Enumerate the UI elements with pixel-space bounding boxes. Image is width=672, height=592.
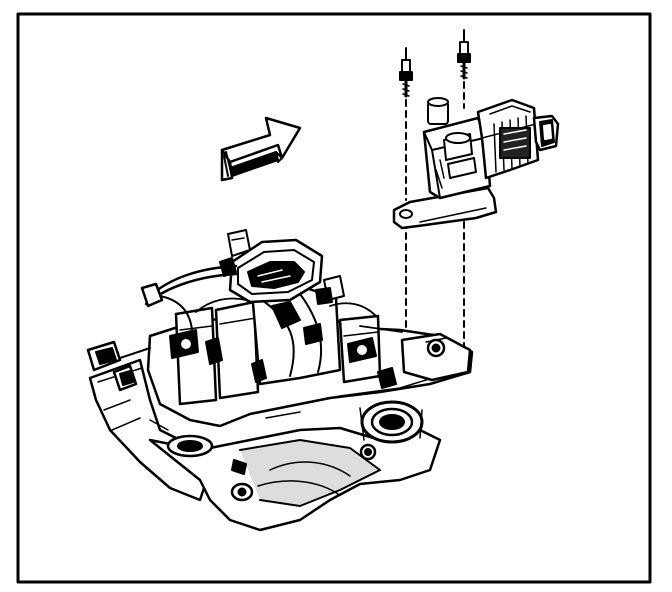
- engine-block: [88, 358, 442, 532]
- ignition-coil-module: [392, 97, 560, 230]
- intake-manifold: [86, 229, 474, 428]
- mounting-bolt: [457, 29, 471, 347]
- direction-arrow: [220, 116, 302, 182]
